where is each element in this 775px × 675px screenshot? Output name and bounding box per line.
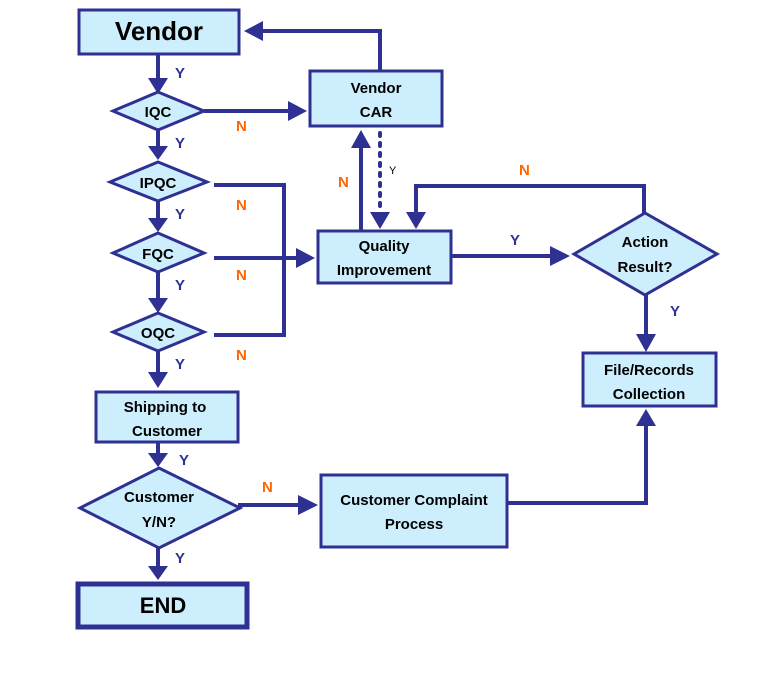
ipqc-label: IPQC: [140, 175, 177, 192]
customer-yn-label-2: Y/N?: [142, 514, 176, 531]
shipping-label-2: Customer: [132, 423, 202, 440]
arrowhead: [406, 212, 426, 229]
edge-label-iqc-car: N: [236, 118, 247, 135]
edge-car-vendor: [262, 29, 382, 70]
action-result-diamond: [571, 211, 721, 297]
edge-action-qi: [414, 184, 646, 214]
arrowhead: [148, 146, 168, 160]
vendor-car-label-1: Vendor: [351, 80, 402, 97]
arrowhead: [550, 246, 570, 266]
end-box: [75, 581, 250, 630]
vendor-label: Vendor: [115, 16, 203, 46]
edge-label-oqc-qi: N: [236, 347, 247, 364]
edge-label-customer-complaint: N: [262, 479, 273, 496]
edge-label-vendor-iqc: Y: [175, 65, 185, 82]
shipping-box: [94, 390, 240, 444]
edge-label-qi-action: Y: [510, 232, 520, 249]
file-records-label-2: Collection: [613, 386, 686, 403]
oqc-diamond: [109, 311, 208, 353]
edge-complaint-file: [508, 424, 648, 505]
vendor-car-label-2: CAR: [360, 104, 393, 121]
edge-label-customer-end: Y: [175, 550, 185, 567]
fqc-label: FQC: [142, 246, 174, 263]
edge-label-iqc-ipqc: Y: [175, 135, 185, 152]
arrowhead: [244, 21, 263, 41]
edge-label-car-qi: Y: [389, 165, 397, 177]
customer-yn-diamond: [76, 466, 244, 550]
edge-label-ipqc-qi: N: [236, 197, 247, 214]
oqc-label: OQC: [141, 325, 175, 342]
quality-improvement-label-1: Quality: [359, 238, 411, 255]
complaint-box: [319, 473, 509, 549]
arrowhead: [288, 101, 307, 121]
arrowhead: [148, 298, 168, 313]
arrowhead: [148, 453, 168, 467]
arrowhead: [636, 409, 656, 426]
customer-yn-label-1: Customer: [124, 489, 194, 506]
quality-improvement-box: [316, 229, 453, 285]
arrowhead: [298, 495, 318, 515]
fqc-diamond: [109, 231, 208, 274]
edge-label-qi-car: N: [338, 174, 349, 191]
edge-label-oqc-shipping: Y: [175, 356, 185, 373]
complaint-label-1: Customer Complaint: [340, 492, 488, 509]
arrowhead: [148, 218, 168, 232]
iqc-diamond: [109, 90, 208, 132]
shipping-label-1: Shipping to: [124, 399, 206, 416]
iqc-label: IQC: [145, 104, 172, 121]
vendor-car-box: [308, 69, 444, 128]
complaint-label-2: Process: [385, 516, 443, 533]
vendor-box: [77, 8, 241, 56]
action-result-label-1: Action: [622, 234, 669, 251]
arrowhead: [351, 130, 371, 148]
file-records-label-1: File/Records: [604, 362, 694, 379]
arrowhead: [636, 334, 656, 352]
arrowhead: [148, 372, 168, 388]
arrowhead: [148, 78, 168, 94]
file-records-box: [581, 351, 718, 408]
arrowhead: [296, 248, 315, 268]
arrowhead: [370, 212, 390, 229]
edge-label-action-file: Y: [670, 303, 680, 320]
edge-label-ipqc-fqc: Y: [175, 206, 185, 223]
edge-label-action-qi: N: [519, 162, 530, 179]
edge-label-shipping-customer: Y: [179, 452, 189, 469]
action-result-label-2: Result?: [617, 259, 672, 276]
edge-label-fqc-qi: N: [236, 267, 247, 284]
arrowhead: [148, 566, 168, 580]
quality-improvement-label-2: Improvement: [337, 262, 431, 279]
ipqc-diamond: [106, 160, 212, 203]
end-label: END: [140, 593, 186, 618]
edge-label-fqc-oqc: Y: [175, 277, 185, 294]
